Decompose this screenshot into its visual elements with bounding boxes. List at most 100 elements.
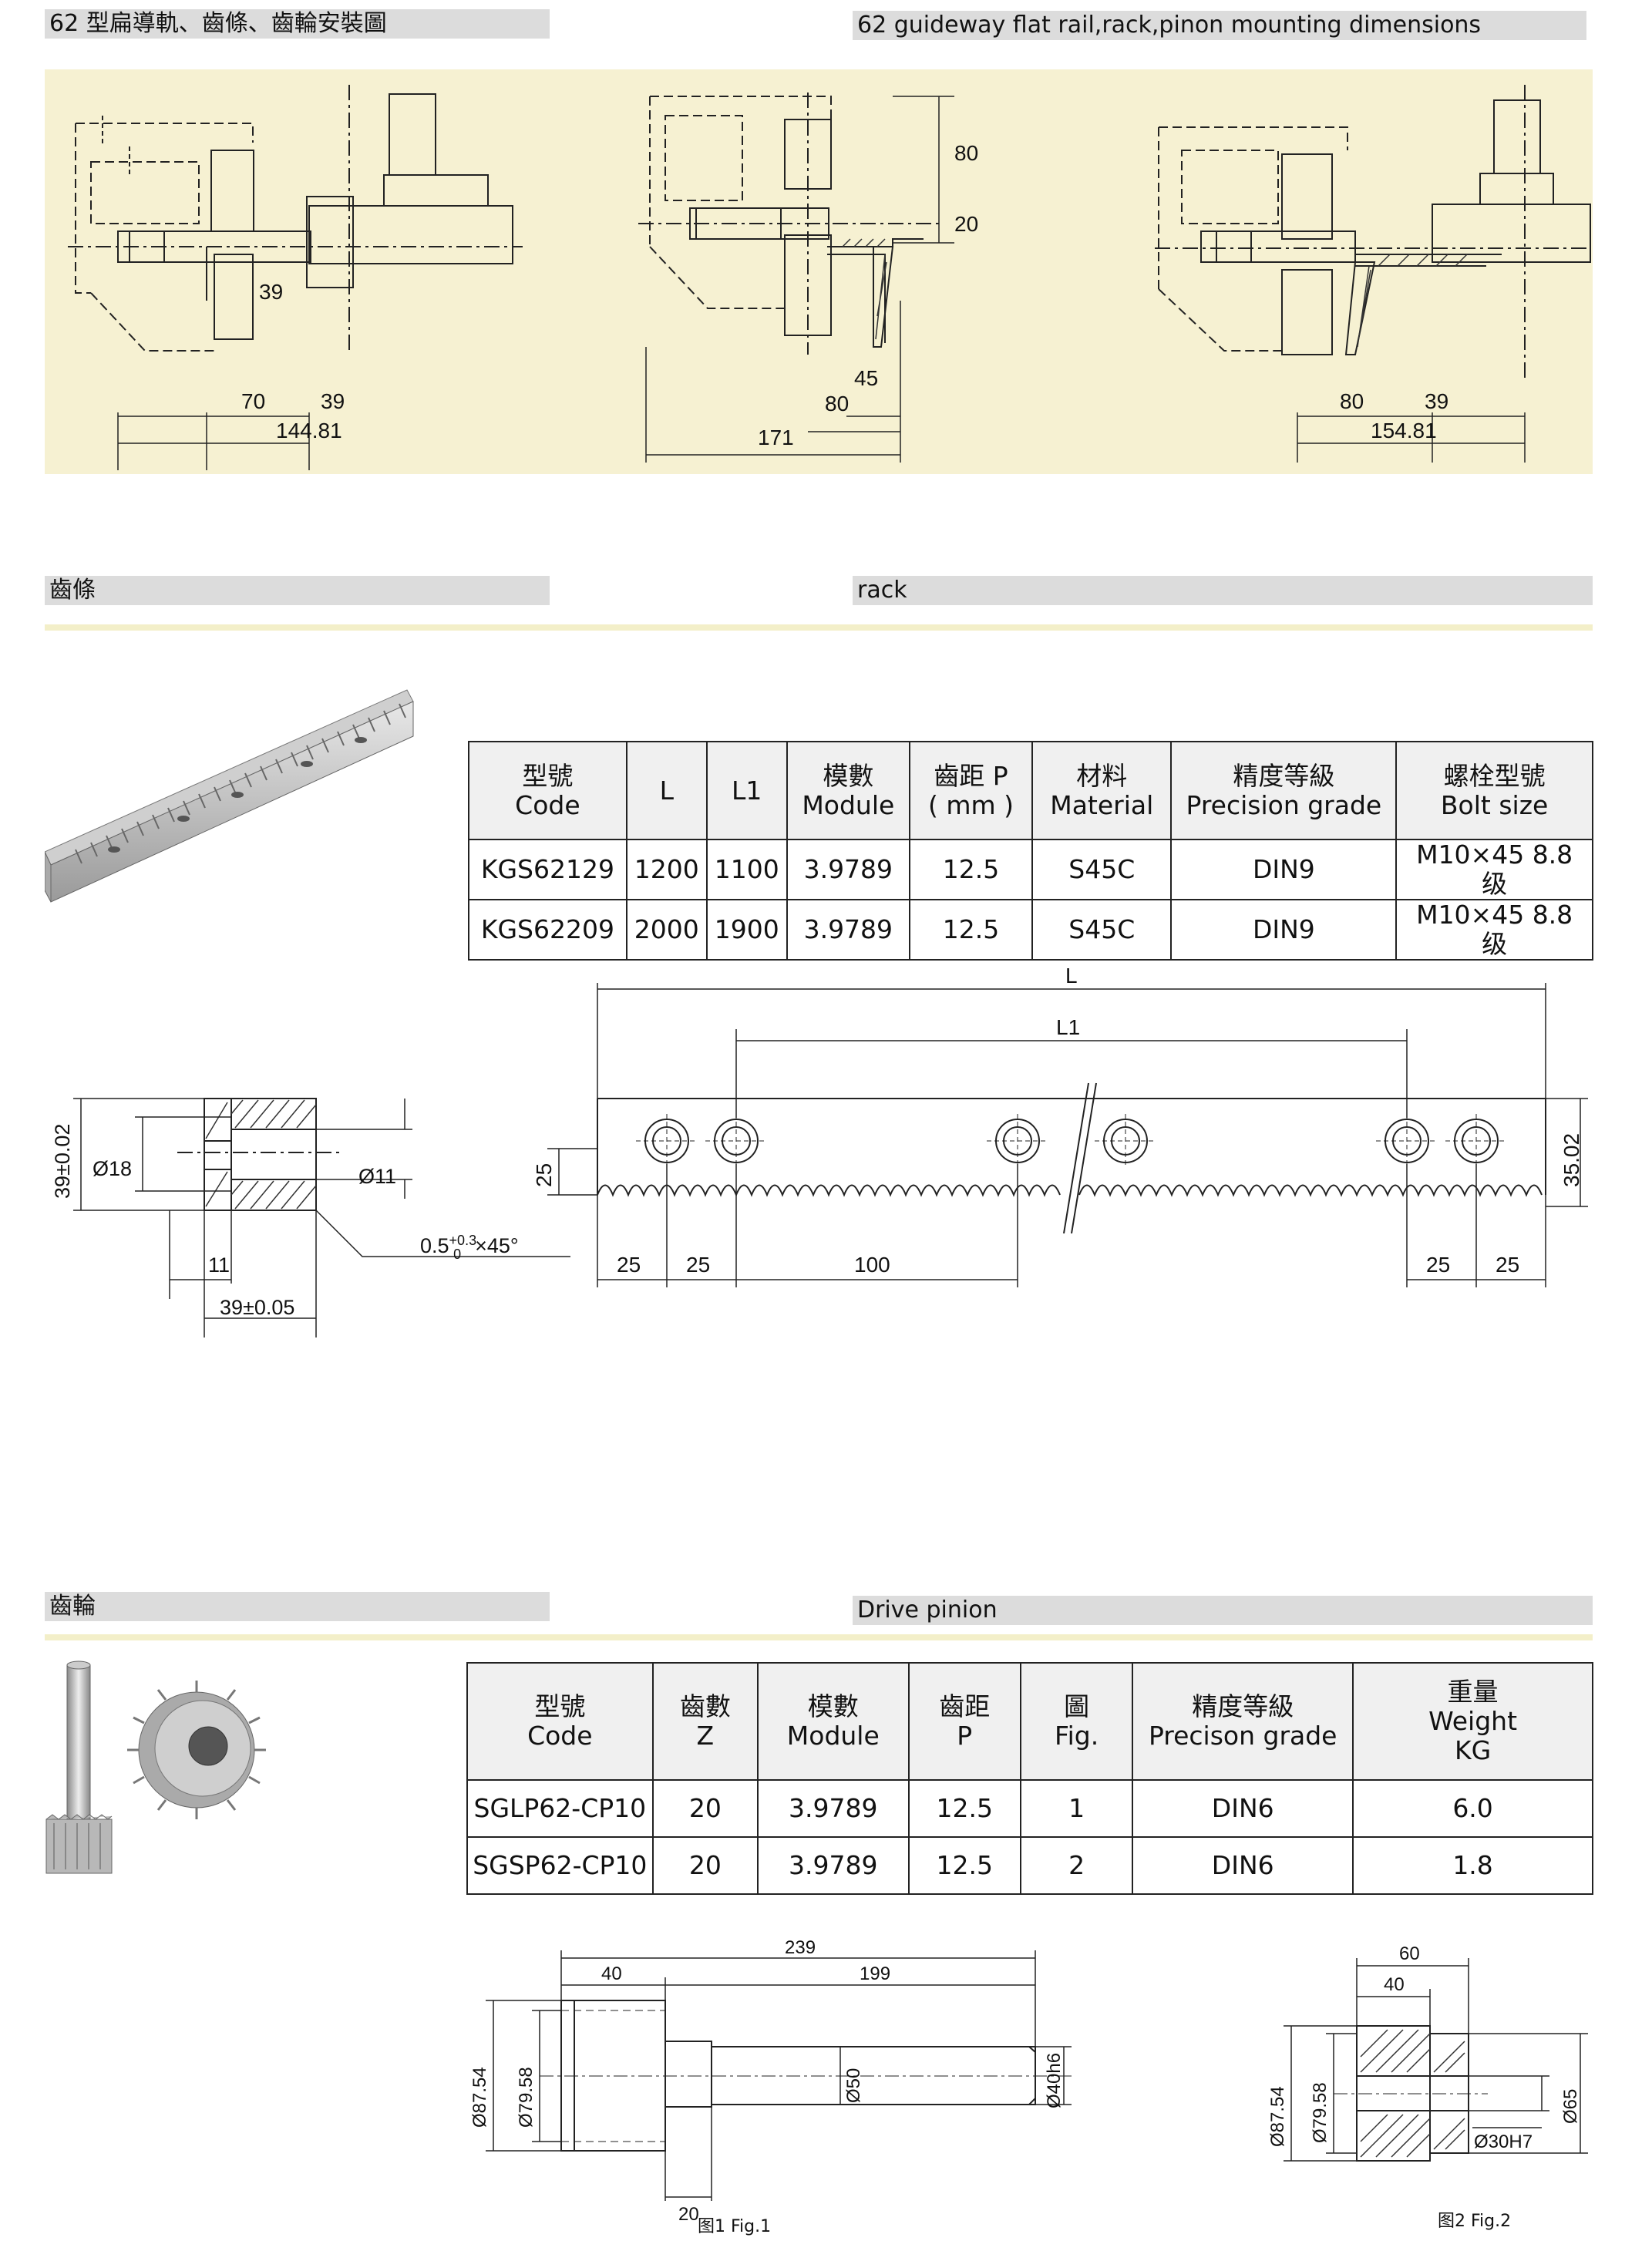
cell: 12.5 <box>908 839 1034 900</box>
mount-mid-dim-80: 80 <box>954 141 978 165</box>
mount-left-drawing <box>68 85 523 355</box>
mount-left-dim-70: 70 <box>241 389 265 413</box>
cell: KGS62209 <box>468 899 627 961</box>
pinion-product-image <box>45 1660 266 1874</box>
mount-right-dim-80: 80 <box>1340 389 1364 413</box>
mount-mid-dim-80b: 80 <box>825 392 849 416</box>
pinion-divider <box>45 1634 1593 1640</box>
cell: 2000 <box>625 899 708 961</box>
section-width-11: 11 <box>208 1253 230 1277</box>
rack-product-image <box>45 689 414 903</box>
fig1-d40h6: Ø40h6 <box>1044 2053 1065 2108</box>
fig2-caption: 图2 Fig.2 <box>1438 2212 1512 2231</box>
rack-dim-3502: 35.02 <box>1559 1133 1583 1187</box>
cell: M10×45 8.8 级 <box>1395 899 1593 961</box>
mount-mid-dim-45: 45 <box>854 366 878 390</box>
cell: 20 <box>651 1836 759 1895</box>
rack-dim-25c: 25 <box>1426 1253 1450 1277</box>
fig1-dim-199: 199 <box>860 1963 890 1984</box>
cell: DIN9 <box>1170 839 1398 900</box>
fig1-pd: Ø79.58 <box>516 2067 537 2128</box>
rack-elevation-drawing: L L1 25 35.02 25 25 100 25 25 <box>532 964 1588 1287</box>
rack-title-zh: 齒條 <box>45 576 550 605</box>
cell: 3.9789 <box>786 899 910 961</box>
cell: 12.5 <box>907 1836 1021 1895</box>
mounting-drawings: 39 70 39 144.81 80 20 45 80 171 80 39 15… <box>68 85 1591 470</box>
fig1-caption: 图1 Fig.1 <box>698 2217 772 2236</box>
pinion-fig1-drawing: 239 40 199 20 Ø87.54 Ø79.58 Ø50 Ø40h6 <box>469 1937 1072 2220</box>
fig2-bore: Ø30H7 <box>1474 2132 1533 2152</box>
cell: 12.5 <box>908 899 1034 961</box>
table-row: SGLP62-CP10 20 3.9789 12.5 1 DIN6 6.0 <box>466 1779 1593 1838</box>
cell: SGLP62-CP10 <box>466 1779 654 1838</box>
fig2-d65: Ø65 <box>1560 2089 1581 2124</box>
table-row: KGS62209 2000 1900 3.9789 12.5 S45C DIN9… <box>468 899 1593 961</box>
cell: DIN6 <box>1132 1836 1354 1895</box>
fig1-d50: Ø50 <box>843 2068 864 2103</box>
mount-left-total: 144.81 <box>276 419 342 442</box>
cell: DIN9 <box>1170 899 1398 961</box>
fig2-od: Ø87.54 <box>1267 2086 1288 2147</box>
pinion-title-en: Drive pinion <box>853 1596 1593 1625</box>
cell: 3.9789 <box>757 1836 910 1895</box>
cell: 1 <box>1019 1779 1134 1838</box>
table-row: KGS62129 1200 1100 3.9789 12.5 S45C DIN9… <box>468 839 1593 900</box>
cell: 1.8 <box>1352 1836 1593 1895</box>
section-height: 39±0.02 <box>51 1124 74 1199</box>
mount-left-dim-39: 39 <box>259 280 283 304</box>
rack-th-l: L <box>625 741 708 840</box>
cell: 20 <box>651 1779 759 1838</box>
mount-right-drawing <box>1155 85 1591 378</box>
mount-middle-drawing <box>638 93 939 355</box>
mounting-title-zh: 62 型扁導軌、齒條、齒輪安裝圖 <box>45 9 550 39</box>
section-width-39: 39±0.05 <box>220 1296 294 1319</box>
section-d18: Ø18 <box>93 1157 132 1180</box>
rack-dim-25: 25 <box>532 1163 556 1187</box>
mount-right-total: 154.81 <box>1371 419 1437 442</box>
cell: 3.9789 <box>757 1779 910 1838</box>
cell: S45C <box>1031 839 1173 900</box>
mount-right-dim-39: 39 <box>1425 389 1448 413</box>
table-row: SGSP62-CP10 20 3.9789 12.5 2 DIN6 1.8 <box>466 1836 1593 1895</box>
fig1-dim-239: 239 <box>785 1937 816 1958</box>
section-d11: Ø11 <box>358 1165 396 1188</box>
cell: KGS62129 <box>468 839 627 900</box>
cell: 3.9789 <box>786 839 910 900</box>
mount-mid-total: 171 <box>758 426 794 449</box>
cell: 12.5 <box>907 1779 1021 1838</box>
rack-th-l1: L1 <box>705 741 788 840</box>
rack-dim-L: L <box>1065 964 1078 988</box>
rack-dim-L1: L1 <box>1056 1015 1080 1039</box>
pinion-fig2-drawing: 60 40 Ø87.54 Ø79.58 Ø30H7 Ø65 <box>1267 1943 1588 2162</box>
cell: 6.0 <box>1352 1779 1593 1838</box>
mount-left-dim-39b: 39 <box>321 389 345 413</box>
fig2-dim-60: 60 <box>1399 1943 1420 1964</box>
rack-dim-25a: 25 <box>617 1253 641 1277</box>
rack-title-en: rack <box>853 576 1593 605</box>
cell: SGSP62-CP10 <box>466 1836 654 1895</box>
rack-dim-100: 100 <box>854 1253 890 1277</box>
cell: 1200 <box>625 839 708 900</box>
cell: 1100 <box>705 839 788 900</box>
rack-dim-25b: 25 <box>686 1253 710 1277</box>
cell: 1900 <box>705 899 788 961</box>
rack-dim-25d: 25 <box>1496 1253 1519 1277</box>
rack-th-pitch: 齒距 P( mm ) <box>908 741 1034 840</box>
mounting-drawing-panel: 39 70 39 144.81 80 20 45 80 171 80 39 15… <box>45 69 1593 474</box>
cell: S45C <box>1031 899 1173 961</box>
